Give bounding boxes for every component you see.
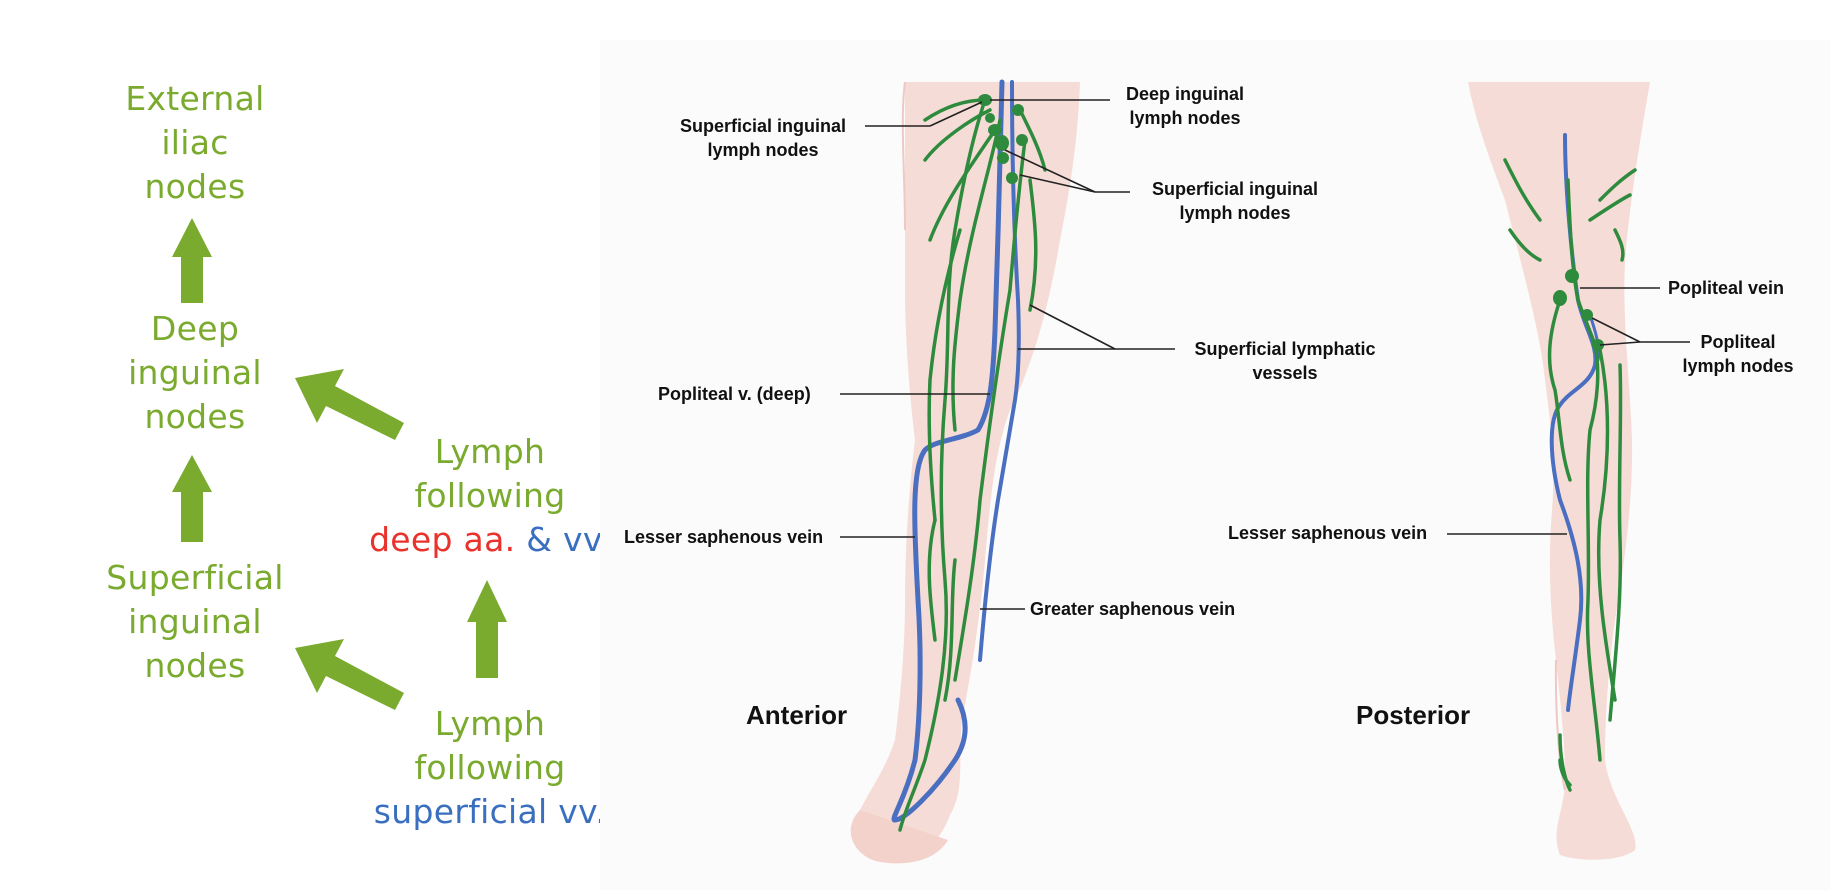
arrow-up-icon <box>172 218 212 303</box>
label-popliteal-vein: Popliteal vein <box>1668 278 1785 298</box>
label-popliteal-deep: Popliteal v. (deep) <box>658 384 811 404</box>
illustration-background <box>600 40 1830 890</box>
posterior-leg <box>1468 82 1650 860</box>
label-superficial-inguinal-left: Superficial inguinal lymph nodes <box>679 116 847 160</box>
flow-arrows <box>172 218 507 710</box>
amp-text: & <box>526 520 553 559</box>
label-lesser-saphenous-posterior: Lesser saphenous vein <box>1228 523 1428 543</box>
view-label-anterior: Anterior <box>746 700 848 730</box>
label-greater-saphenous: Greater saphenous vein <box>1030 599 1236 619</box>
lymph-following-deep: Lymph following deep aa. & vv. <box>369 432 611 559</box>
arrow-diagonal-icon <box>295 369 404 440</box>
deep-aa-text: deep aa. <box>369 520 516 559</box>
deep-inguinal-nodes: Deep inguinal nodes <box>128 309 262 436</box>
arrow-up-icon <box>467 580 507 678</box>
anterior-leg <box>850 79 1080 864</box>
arrow-diagonal-icon <box>295 639 404 710</box>
superficial-inguinal-nodes: Superficial inguinal nodes <box>106 558 284 685</box>
leader-lines <box>840 99 1690 610</box>
label-deep-inguinal: Deep inguinal lymph nodes <box>1125 84 1244 128</box>
arrow-up-icon <box>172 455 212 542</box>
label-superficial-lymphatic-vessels: Superficial lymphatic vessels <box>1194 339 1376 383</box>
label-popliteal-lymph-nodes: Popliteal lymph nodes <box>1682 332 1794 376</box>
label-superficial-inguinal-right: Superficial inguinal lymph nodes <box>1151 179 1319 223</box>
lymph-following-superficial: Lymph following superficial vv. <box>373 704 607 831</box>
external-iliac-nodes: External iliac nodes <box>125 79 265 206</box>
view-label-posterior: Posterior <box>1356 700 1471 730</box>
label-lesser-saphenous-anterior: Lesser saphenous vein <box>624 527 824 547</box>
